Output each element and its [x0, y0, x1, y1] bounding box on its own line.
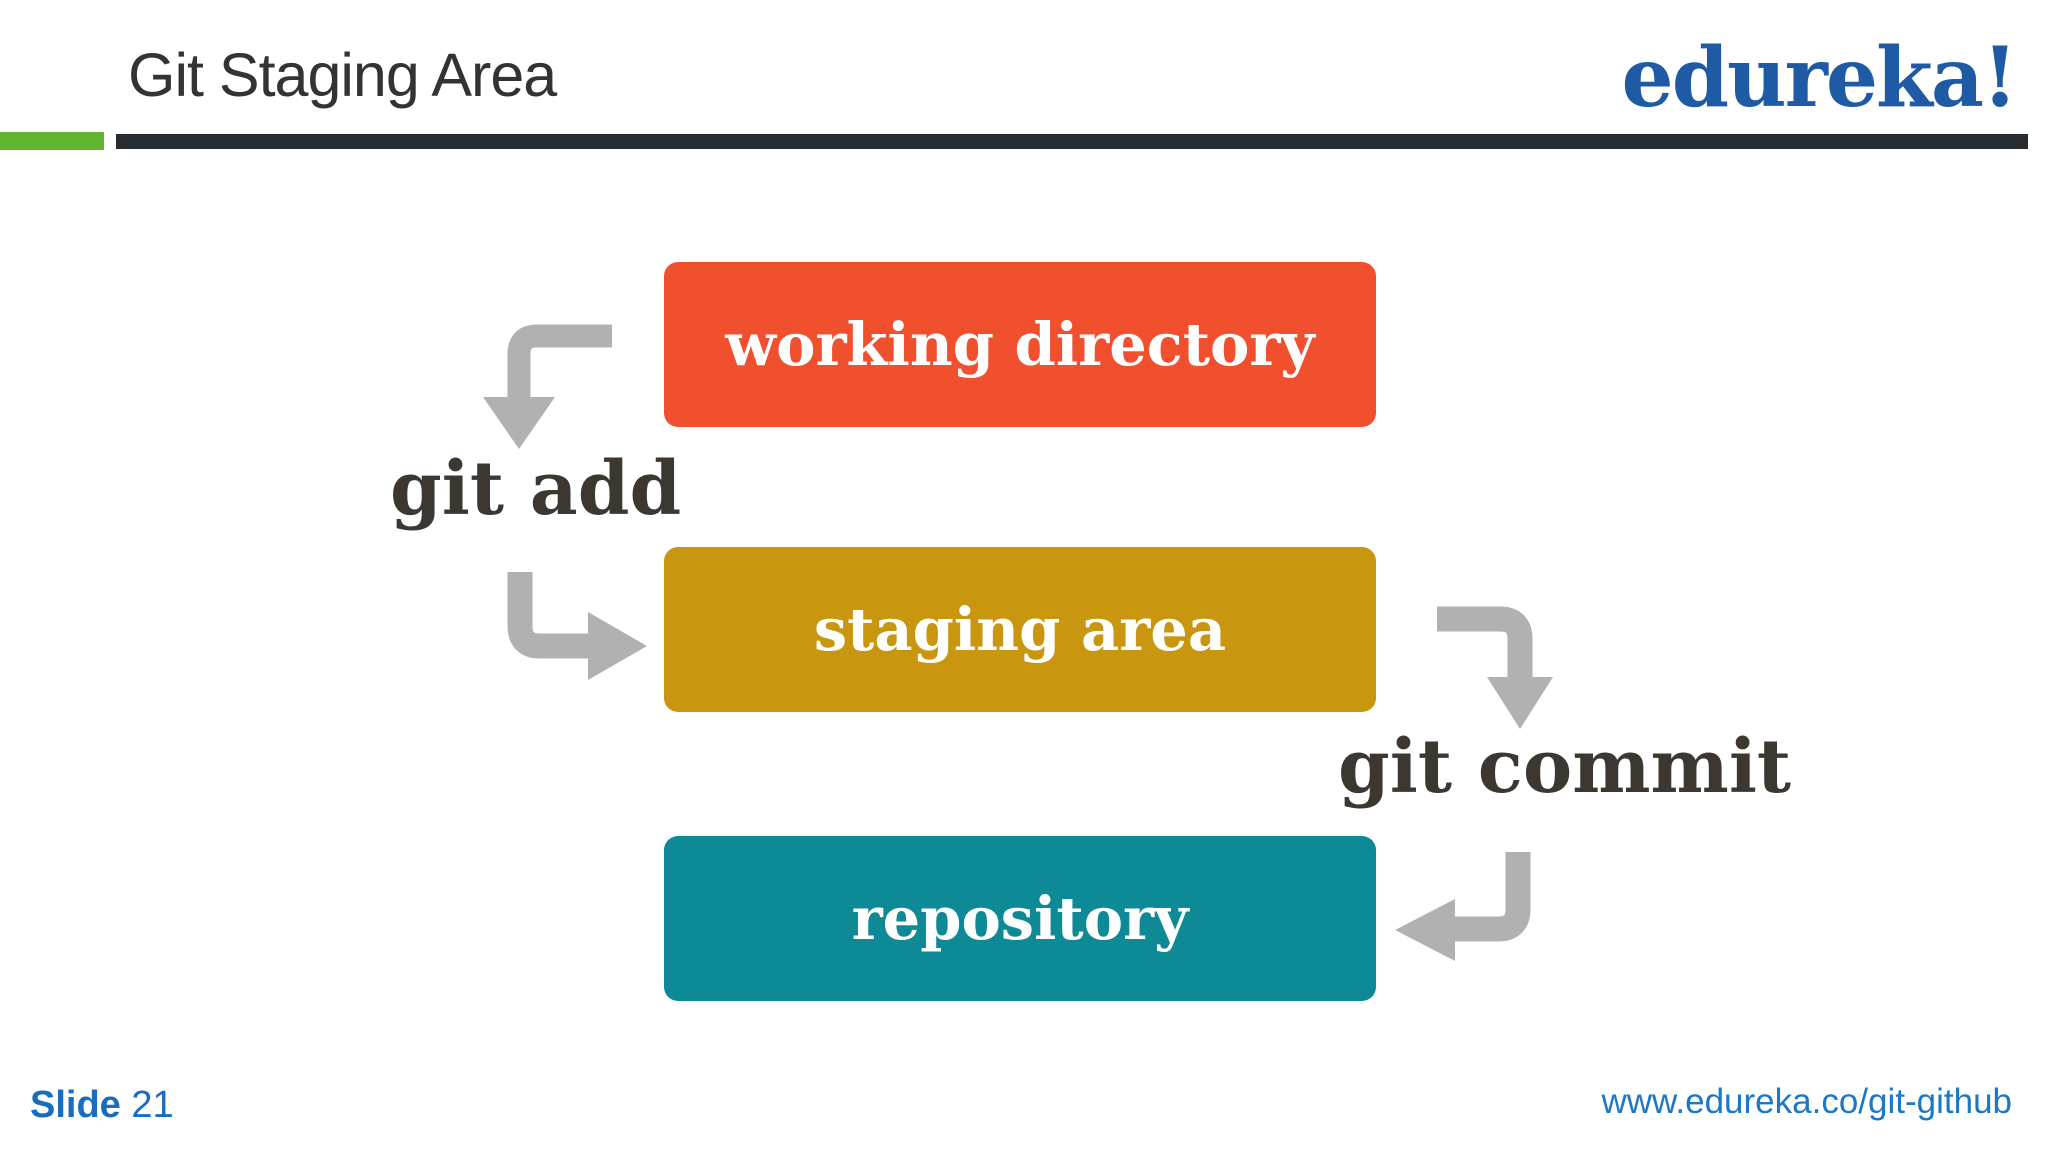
edge-label-git-commit: git commit — [1338, 724, 1792, 810]
header-accent-bar — [0, 132, 104, 150]
header-rule — [116, 134, 2028, 149]
edureka-logo: edureka! — [1621, 30, 2018, 126]
node-working-directory: working directory — [664, 262, 1376, 427]
arrow-git-add-to-staging — [507, 572, 647, 680]
arrow-working-to-git-add — [483, 324, 612, 449]
slide-number-value: 21 — [131, 1084, 174, 1126]
arrow-staging-to-git-commit — [1437, 606, 1553, 729]
node-staging-area: staging area — [664, 547, 1376, 712]
node-staging-area-label: staging area — [813, 595, 1227, 664]
node-repository: repository — [664, 836, 1376, 1001]
slide-number-label: Slide — [30, 1084, 121, 1126]
slide-number: Slide 21 — [30, 1084, 174, 1127]
footer-url[interactable]: www.edureka.co/git-github — [1601, 1082, 2013, 1121]
edge-label-git-add: git add — [390, 446, 682, 532]
node-working-directory-label: working directory — [725, 310, 1315, 379]
node-repository-label: repository — [851, 884, 1189, 953]
page-title: Git Staging Area — [128, 41, 557, 109]
arrow-git-commit-to-repository — [1395, 852, 1531, 961]
